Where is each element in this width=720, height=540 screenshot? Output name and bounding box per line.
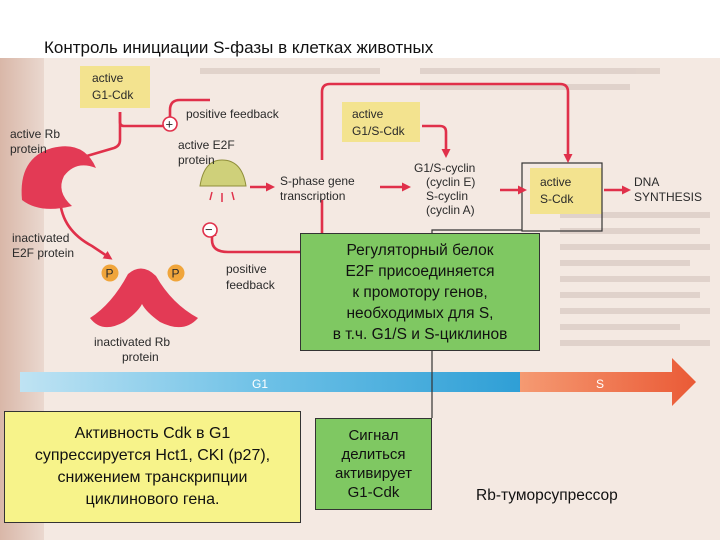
inactivated-rb-label-2: protein <box>122 350 159 364</box>
positive-feedback-top-line <box>168 98 210 126</box>
callout-line: к промотору генов, <box>352 283 488 301</box>
inactivated-rb-label-1: inactivated Rb <box>94 335 170 349</box>
division-signal-callout: Сигнал делиться активирует G1-Cdk <box>315 418 432 510</box>
svg-text:feedback: feedback <box>226 278 276 292</box>
svg-text:G1/S-cyclin: G1/S-cyclin <box>414 161 475 175</box>
callout-line: G1-Cdk <box>347 484 400 501</box>
active-rb-label-2: protein <box>10 142 47 156</box>
page-title: Контроль инициации S-фазы в клетках живо… <box>44 38 434 57</box>
callout-line: необходимых для S, <box>346 304 494 322</box>
minus-sign: − <box>202 222 218 238</box>
inactivated-e2f-label: inactivated E2F protein <box>12 231 74 260</box>
svg-text:SYNTHESIS: SYNTHESIS <box>634 190 702 204</box>
active-g1-cdk-box: active G1-Cdk <box>80 66 150 108</box>
callout-line: супрессируется Hct1, CKI (p27), <box>34 447 271 464</box>
svg-text:E2F protein: E2F protein <box>12 246 74 260</box>
g1s-cdk-arrow <box>422 124 451 158</box>
svg-text:transcription: transcription <box>280 189 345 203</box>
callout-line: активирует <box>335 465 412 482</box>
callout-line: E2F присоединяется <box>345 262 495 280</box>
callout-line: в т.ч. G1/S и S-циклинов <box>332 325 508 343</box>
active-g1-cdk-label-1: active <box>92 71 124 85</box>
active-e2f-label-1: active E2F <box>178 138 235 152</box>
signal-connector-line <box>431 229 522 418</box>
svg-text:DNA: DNA <box>634 175 659 189</box>
svg-text:(cyclin E): (cyclin E) <box>426 175 475 189</box>
svg-text:inactivated: inactivated <box>12 231 69 245</box>
svg-text:S-phase gene: S-phase gene <box>280 174 355 188</box>
show-through-text <box>200 68 710 346</box>
dna-synthesis-label: DNA SYNTHESIS <box>634 175 702 204</box>
cdk-suppression-callout: Активность Cdk в G1 супрессируется Hct1,… <box>4 411 301 523</box>
phosphate-right: P <box>167 264 185 282</box>
callout-line: Активность Cdk в G1 <box>74 425 231 442</box>
svg-text:positive: positive <box>226 262 267 276</box>
plus-sign: + <box>162 116 178 132</box>
rb-tumor-suppressor-caption: Rb-туморсупрессор <box>476 487 618 504</box>
active-g1s-cdk-label-2: G1/S-Cdk <box>352 124 406 138</box>
top-loop-arrow <box>320 82 573 163</box>
callout-line: циклинового гена. <box>85 491 220 508</box>
regulatory-protein-callout: Регуляторный белок E2F присоединяется к … <box>300 233 540 351</box>
svg-text:−: − <box>205 222 213 237</box>
g1-phase-arrow: G1 <box>20 372 520 392</box>
active-e2f-protein: active E2F protein <box>178 138 247 202</box>
s-phase-arrow: S <box>520 358 696 406</box>
active-s-cdk-box: active S-Cdk <box>521 162 603 232</box>
positive-feedback-top-label: positive feedback <box>186 107 280 121</box>
active-g1s-cdk-box: active G1/S-Cdk <box>342 102 420 142</box>
inactivated-rb-protein: P P inactivated Rb protein <box>90 264 198 364</box>
active-s-cdk-label-2: S-Cdk <box>540 192 574 206</box>
callout-line: Сигнал <box>348 427 399 444</box>
svg-text:S-cyclin: S-cyclin <box>426 189 468 203</box>
cyclins-label: G1/S-cyclin (cyclin E) S-cyclin (cyclin … <box>414 161 475 217</box>
phosphate-left: P <box>101 264 119 282</box>
g1-phase-label: G1 <box>252 377 268 391</box>
sphase-transcription-label: S-phase gene transcription <box>280 174 355 203</box>
e2f-activity-rays <box>209 191 235 202</box>
svg-text:P: P <box>172 267 180 281</box>
g1cdk-to-active-rb-arrow <box>77 112 122 161</box>
active-rb-label-1: active Rb <box>10 127 60 141</box>
svg-text:+: + <box>166 117 174 132</box>
active-e2f-label-2: protein <box>178 153 215 167</box>
active-g1-cdk-label-2: G1-Cdk <box>92 88 134 102</box>
positive-feedback-bottom-label: positive feedback <box>226 262 276 292</box>
svg-text:(cyclin A): (cyclin A) <box>426 203 475 217</box>
callout-line: Регуляторный белок <box>346 241 494 259</box>
active-rb-protein: active Rb protein <box>10 127 96 209</box>
svg-text:P: P <box>106 267 114 281</box>
active-s-cdk-label-1: active <box>540 175 572 189</box>
callout-line: снижением транскрипции <box>57 469 248 486</box>
callout-line: делиться <box>341 446 406 463</box>
s-phase-label: S <box>596 377 604 391</box>
active-g1s-cdk-label-1: active <box>352 107 384 121</box>
